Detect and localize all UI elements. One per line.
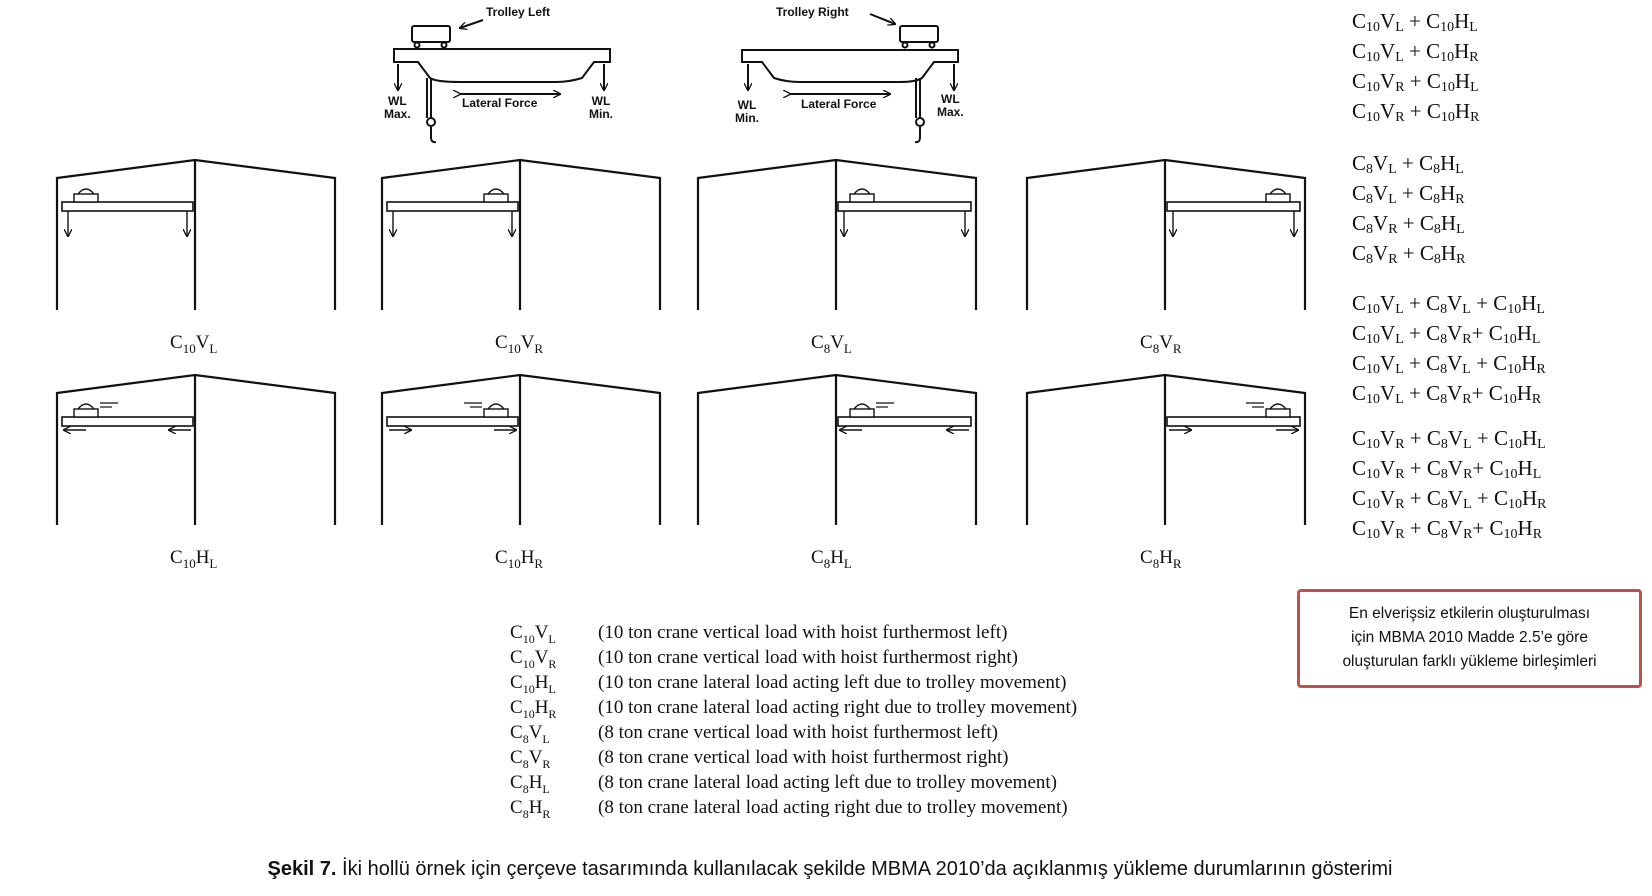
frame-H8L <box>696 373 978 525</box>
frames-layer <box>55 158 1307 525</box>
frame-V8R <box>1025 158 1307 310</box>
note-line-3: oluşturulan farklı yükleme birleşimleri <box>1342 653 1597 670</box>
combo-group-2: C8VL + C8HL C8VL + C8HR C8VR + C8HL C8VR + … <box>1352 148 1465 268</box>
combo-line: C10VL + C10HR <box>1352 39 1479 65</box>
combo-line: C8VL + C8HL <box>1352 151 1464 177</box>
legend-row: C10HR (10 ton crane lateral load acting r… <box>510 695 1078 721</box>
combo-group-3: C10VL + C8VL + C10HL C10VL + C8VR+ C10HL C… <box>1352 288 1546 408</box>
frame-label-H10L: C10HL <box>170 547 218 571</box>
combo-line: C10VR + C8VL + C10HL <box>1352 426 1546 452</box>
trolley-right-lateral-label: Lateral Force <box>801 97 877 111</box>
combo-line: C10VL + C8VL + C10HR <box>1352 351 1546 377</box>
legend-row: C8VR (8 ton crane vertical load with hois… <box>510 745 1077 771</box>
legend-description: (8 ton crane vertical load with hoist fu… <box>598 747 1009 768</box>
legend-symbol: C10HR <box>510 697 557 721</box>
trolley-right-title: Trolley Right <box>776 5 849 19</box>
combo-line: C10VR + C8VR+ C10HL <box>1352 456 1542 482</box>
note-box: En elverişsiz etkilerin oluşturulması iç… <box>1297 589 1642 688</box>
combo-line: C10VR + C10HR <box>1352 99 1480 125</box>
combo-line: C10VR + C8VL + C10HR <box>1352 486 1547 512</box>
frame-H10L <box>55 373 337 525</box>
combo-line: C10VR + C10HL <box>1352 69 1479 95</box>
legend-description: (8 ton crane lateral load acting right d… <box>598 797 1068 818</box>
frame-label-V8L: C8VL <box>811 332 852 356</box>
legend-symbol: C10VR <box>510 647 557 671</box>
frame-V10L <box>55 158 337 310</box>
combo-group-4: C10VR + C8VL + C10HL C10VR + C8VR+ C10HL C… <box>1352 423 1547 543</box>
frame-label-H8L: C8HL <box>811 547 852 571</box>
combo-group-1: C10VL + C10HL C10VL + C10HR C10VR + C10HL C… <box>1352 6 1479 126</box>
combo-line: C8VR + C8HR <box>1352 241 1466 267</box>
trolley-left-lateral-label: Lateral Force <box>462 96 538 110</box>
legend-row: C10HL (10 ton crane lateral load acting l… <box>510 670 1077 696</box>
frame-H8R <box>1025 373 1307 525</box>
legend-row: C8VL (8 ton crane vertical load with hois… <box>510 720 1077 746</box>
frame-label-H10R: C10HR <box>495 547 544 571</box>
combo-line: C10VL + C8VR+ C10HL <box>1352 321 1541 347</box>
note-line-1: En elverişsiz etkilerin oluşturulması <box>1348 605 1591 622</box>
legend-symbol: C10VL <box>510 622 556 646</box>
frame-label-H8R: C8HR <box>1140 547 1182 571</box>
trolley-left-detail <box>393 19 611 144</box>
legend-description: (8 ton crane vertical load with hoist fu… <box>598 722 998 743</box>
frame-label-V8R: C8VR <box>1140 332 1182 356</box>
note-line-2: için MBMA 2010 Madde 2.5’e göre <box>1351 629 1588 646</box>
frame-V8L <box>696 158 978 310</box>
legend: C10VL (10 ton crane vertical load with ho… <box>510 620 1078 821</box>
legend-symbol: C8VR <box>510 747 551 771</box>
frame-H10R <box>380 373 662 525</box>
trolley-left-title: Trolley Left <box>486 5 551 19</box>
legend-symbol: C10HL <box>510 672 556 696</box>
frame-V10R <box>380 158 662 310</box>
combo-line: C10VR + C8VR+ C10HR <box>1352 516 1543 542</box>
legend-row: C8HR (8 ton crane lateral load acting rig… <box>510 795 1077 821</box>
combo-line: C8VL + C8HR <box>1352 181 1465 207</box>
legend-description: (8 ton crane lateral load acting left du… <box>598 772 1057 793</box>
figure-caption: Şekil 7. İki hollü örnek için çerçeve ta… <box>267 858 1393 880</box>
combo-line: C10VL + C8VL + C10HL <box>1352 291 1545 317</box>
legend-description: (10 ton crane lateral load acting left d… <box>598 672 1067 693</box>
legend-symbol: C8VL <box>510 722 550 746</box>
legend-symbol: C8HL <box>510 772 550 796</box>
legend-description: (10 ton crane vertical load with hoist f… <box>598 647 1018 668</box>
frame-label-V10R: C10VR <box>495 332 544 356</box>
trolley-right-detail <box>741 13 959 144</box>
combo-line: C10VL + C10HL <box>1352 9 1478 35</box>
combo-line: C10VL + C8VR+ C10HR <box>1352 381 1542 407</box>
legend-symbol: C8HR <box>510 797 551 821</box>
legend-row: C10VR (10 ton crane vertical load with ho… <box>510 645 1077 671</box>
legend-row: C10VL (10 ton crane vertical load with ho… <box>510 620 1077 646</box>
legend-description: (10 ton crane lateral load acting right … <box>598 697 1078 718</box>
legend-description: (10 ton crane vertical load with hoist f… <box>598 622 1008 643</box>
frame-label-V10L: C10VL <box>170 332 218 356</box>
legend-row: C8HL (8 ton crane lateral load acting lef… <box>510 770 1077 796</box>
combo-line: C8VR + C8HL <box>1352 211 1465 237</box>
